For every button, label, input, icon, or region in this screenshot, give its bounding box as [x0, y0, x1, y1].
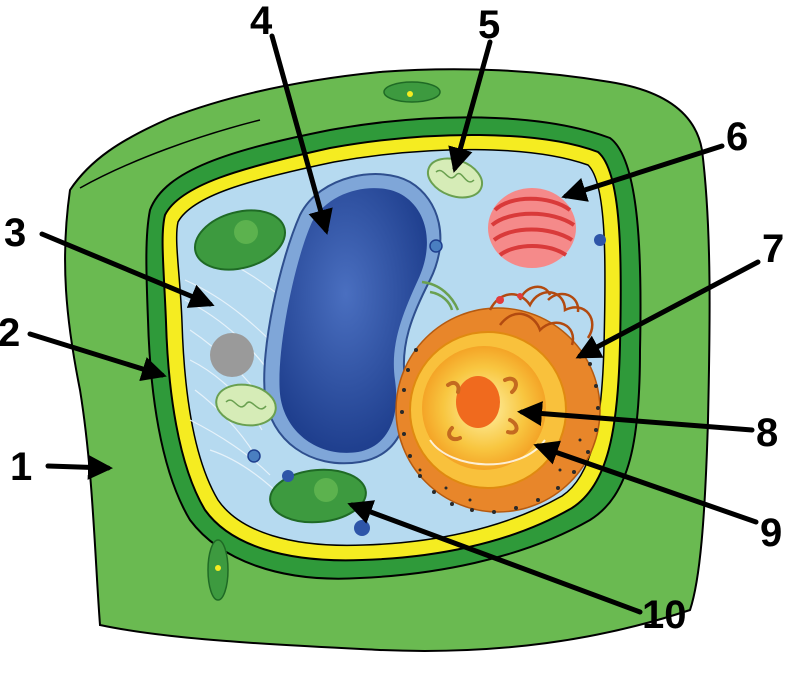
vesicles [247, 234, 606, 536]
arrow-8 [517, 401, 755, 433]
label-3: 3 [4, 211, 26, 255]
centriole [421, 280, 460, 311]
label-7: 7 [762, 227, 784, 271]
arrow-2 [27, 331, 167, 382]
arrow-6 [561, 143, 725, 202]
ribosomes [400, 348, 600, 514]
arrow-10 [347, 500, 643, 615]
golgi-apparatus [488, 188, 576, 304]
arrow-7 [575, 259, 761, 359]
arrow-4 [269, 33, 333, 235]
chloroplast-wall-bottom [207, 539, 229, 601]
chloroplast-bottom [269, 468, 367, 524]
label-8: 8 [756, 411, 778, 455]
inclusion-body [210, 333, 254, 377]
label-6: 6 [726, 115, 748, 159]
nucleolus [456, 376, 500, 428]
chloroplast-top-left [193, 209, 287, 271]
mitochondrion-left [215, 383, 277, 427]
arrow-3 [39, 231, 215, 308]
arrow-5 [448, 39, 493, 173]
label-10: 10 [642, 593, 687, 637]
cell-wall-edge [79, 119, 261, 189]
label-5: 5 [478, 3, 500, 47]
arrow-9 [533, 440, 759, 525]
vacuole [279, 188, 427, 453]
label-2: 2 [0, 311, 20, 355]
label-4: 4 [250, 0, 273, 43]
label-1: 1 [10, 445, 32, 489]
chloroplast-wall-top [383, 81, 441, 103]
arrow-1 [45, 454, 113, 480]
label-9: 9 [760, 511, 782, 555]
chromatin [446, 376, 519, 442]
